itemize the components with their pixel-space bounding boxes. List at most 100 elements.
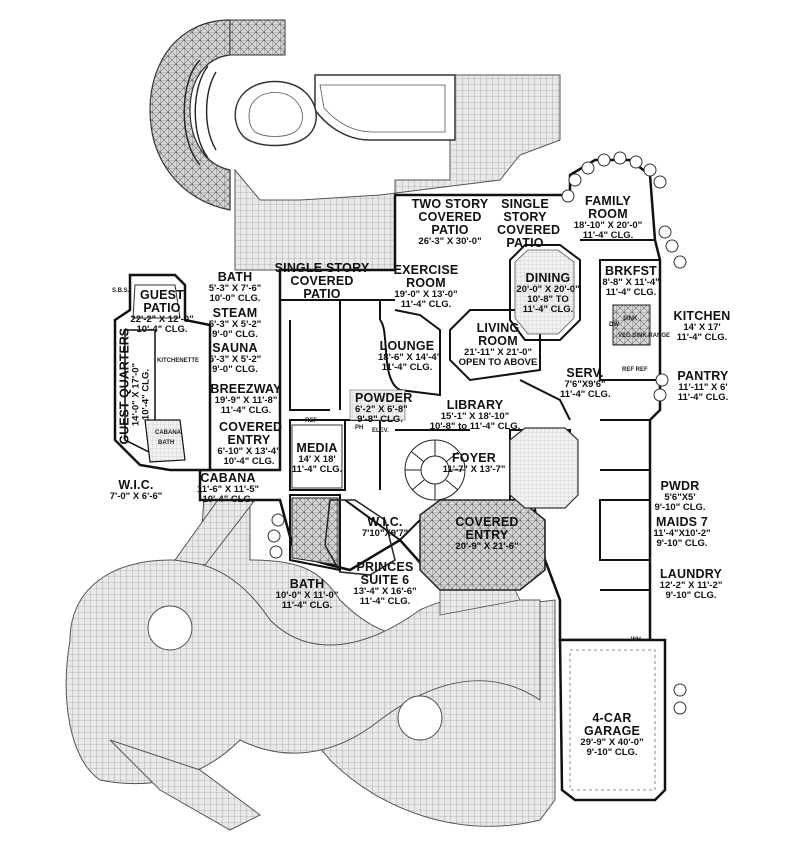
guest-cabana-label: CABANA: [155, 430, 181, 436]
room-name: PWDR: [660, 479, 700, 493]
elev-label: ELEV.: [372, 428, 389, 434]
princes-suite-bay: [324, 499, 396, 576]
dining-octagon: [514, 249, 575, 335]
room-dim: 14' X 18': [298, 454, 336, 466]
room-clg: 11'-4" CLG.: [220, 405, 272, 417]
room-name: BATH: [289, 577, 325, 591]
room-cabana: CABANA 11'-6" X 11'-5" 10'-4" CLG.: [193, 471, 263, 506]
foyer-spiral-stair: [404, 439, 466, 501]
room-name: BREEZWAY: [210, 382, 282, 396]
room-clg: 10'-4" CLG.: [223, 456, 275, 468]
ref-label: REF: [305, 418, 317, 424]
room-dim: 13'-4" X 16'-6": [353, 586, 417, 598]
room-media: MEDIA 14' X 18' 11'-4" CLG.: [288, 441, 346, 476]
media-room-box: [291, 424, 343, 489]
room-name: LAUNDRY: [659, 567, 723, 581]
room-garage: 4-CAR GARAGE 29'-9" X 40'-0" 9'-10" CLG.: [572, 711, 652, 759]
room-dim: 22'-2" X 12'-0": [130, 314, 194, 326]
room-name: SAUNA: [212, 341, 258, 355]
hall-grid: [349, 389, 406, 421]
room-library: LIBRARY 15'-1" X 18'-10" 10'-8" to 11'-4…: [420, 398, 530, 432]
room-clg: 9'-0" CLG.: [212, 364, 258, 376]
room-clg: 9'-10" CLG.: [586, 747, 638, 759]
room-dim: 21'-11" X 21'-0": [464, 347, 532, 359]
dw-label: DW: [609, 322, 619, 328]
room-brkfst: BRKFST 8'-8" X 11'-4" 11'-4" CLG.: [598, 264, 664, 299]
room-name: MAIDS 7: [655, 515, 709, 529]
drive-diagonal: [109, 739, 261, 831]
room-clg: 11'-4" CLG.: [281, 600, 333, 612]
room-name: LOUNGE: [379, 339, 435, 353]
curved-steps: [183, 59, 217, 166]
wh-label: WH: [631, 637, 641, 643]
room-name: BATH: [217, 270, 253, 284]
room-breezway: BREEZWAY 19'-9" X 11'-8" 11'-4" CLG.: [207, 382, 285, 417]
room-dim: 5'-3" X 7'-6": [208, 283, 262, 295]
room-maids: MAIDS 7 11'-4"X10'-2" 9'-10" CLG.: [652, 515, 712, 550]
room-dim: 12'-2" X 11'-2": [659, 580, 723, 592]
spa: [234, 80, 317, 147]
room-name: COVERED ENTRY: [455, 515, 519, 543]
room-name: W.I.C.: [367, 515, 403, 529]
room-clg: 10'-0" CLG.: [209, 293, 261, 305]
room-serv: SERV. 7'6"X9'6" 11'-4" CLG.: [560, 366, 611, 401]
room-dim: 19'-0" X 13'-0": [394, 289, 458, 301]
room-dim: 18'-6" X 14'-4": [378, 352, 442, 364]
room-name: TWO STORY COVERED PATIO: [411, 197, 489, 238]
room-name: EXERCISE ROOM: [393, 263, 459, 291]
room-name: FOYER: [451, 451, 497, 465]
room-clg: 11'-4" CLG.: [677, 392, 729, 404]
room-name: POWDER: [355, 391, 413, 405]
room-name: COVERED ENTRY: [219, 420, 283, 448]
room-sauna: SAUNA 5'-3" X 5'-2" 9'-0" CLG.: [202, 341, 268, 376]
room-name: CABANA: [200, 471, 256, 485]
room-dim: 5'-3" X 5'-2": [208, 319, 262, 331]
room-name: LIVING ROOM: [476, 321, 520, 349]
sbs-label: S.B.S.: [112, 288, 130, 294]
room-name: W.I.C.: [118, 478, 154, 492]
room-clg: 9'-10" CLG.: [656, 538, 708, 550]
room-dim: 6'-2" X 6'-8": [355, 404, 408, 416]
room-powder: POWDER 6'-2" X 6'-8" 9'-8" CLG.: [355, 391, 413, 425]
room-pwdr: PWDR 5'6"X5' 9'-10" CLG.: [652, 479, 708, 513]
room-clg: OPEN TO ABOVE: [458, 357, 538, 369]
room-name: SINGLE STORY COVERED PATIO: [497, 197, 561, 251]
cabana-inner: [144, 419, 186, 463]
room-dim: 10'-0" X 11'-0": [275, 590, 339, 602]
guest-bath-label: BATH: [158, 440, 175, 446]
room-dim: 8'-8" X 11'-4": [602, 277, 660, 289]
room-dim: 11'-6" X 11'-5": [196, 484, 260, 496]
room-clg: 11'-4" CLG.: [291, 464, 343, 476]
room-princes-suite: PRINCES SUITE 6 13'-4" X 16'-6" 11'-4" C…: [348, 560, 422, 607]
garage-floor: [569, 649, 656, 791]
veg-sink-range-label: VEG SINK RANGE: [618, 333, 671, 339]
room-single-story-patio-left: SINGLE STORY COVERED PATIO: [270, 261, 374, 301]
room-bath-top: BATH 5'-3" X 7'-6" 10'-0" CLG.: [202, 270, 268, 305]
room-pantry: PANTRY 11'-11" X 6' 11'-4" CLG.: [672, 369, 734, 404]
pool-edge: [319, 84, 446, 133]
room-dim: 29'-9" X 40'-0": [580, 737, 644, 749]
room-clg: 10'-4" CLG.: [202, 494, 254, 506]
room-clg: 9'-10" CLG.: [665, 590, 717, 602]
room-covered-entry-main: COVERED ENTRY 20'-9" X 21'-6": [446, 515, 528, 552]
room-wic-mid: W.I.C. 7'10"X9'7": [356, 515, 414, 539]
room-clg: 11'-4" CLG.: [605, 287, 657, 299]
curved-stair-terrace-outer: [229, 19, 286, 56]
room-clg: 11'-4" CLG.: [560, 389, 611, 401]
room-name: STEAM: [212, 306, 258, 320]
room-clg: 11'-4" CLG.: [676, 332, 728, 344]
room-kitchen: KITCHEN 14' X 17' 11'-4" CLG.: [668, 309, 736, 344]
room-name: PRINCES SUITE 6: [356, 560, 414, 588]
room-wic-left: W.I.C. 7'-0" X 6'-6": [108, 478, 164, 502]
room-guest-quarters: GUEST QUARTERS 14'-0" X 17'-0" 10'-4" CL…: [117, 328, 152, 445]
room-dim: 11'-11" X 6': [678, 382, 728, 394]
room-family-room: FAMILY ROOM 18'-10" X 20'-0" 11'-4" CLG.: [563, 194, 653, 241]
room-lounge: LOUNGE 18'-6" X 14'-4" 11'-4" CLG.: [378, 339, 442, 373]
room-clg: 10'-4" CLG.: [140, 368, 152, 421]
room-exercise: EXERCISE ROOM 19'-0" X 13'-0" 11'-4" CLG…: [382, 263, 470, 310]
room-name: GUEST PATIO: [139, 288, 185, 316]
room-dim: 20'-0" X 20'-0": [516, 284, 580, 296]
room-two-story-patio: TWO STORY COVERED PATIO 26'-3" X 30'-0": [400, 197, 500, 247]
room-foyer: FOYER 11'-7" X 13'-7": [440, 451, 508, 475]
kitchen-island: [612, 304, 651, 346]
